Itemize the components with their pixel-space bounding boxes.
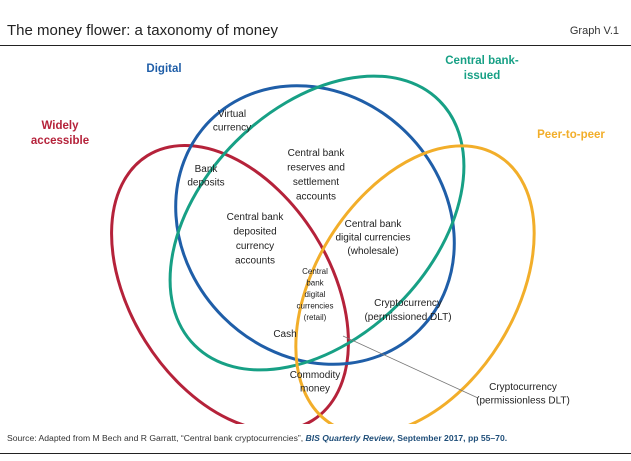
peer-to-peer-label: Peer-to-peer (537, 129, 605, 141)
central-bank-issued-petal (168, 74, 466, 372)
crypto-permissioned-label: Cryptocurrency(permissioned DLT) (364, 298, 451, 323)
digital-petal (174, 84, 456, 366)
footer-rule (0, 453, 631, 454)
cash-label: Cash (273, 329, 296, 340)
crypto-permissionless-label: Cryptocurrency(permissionless DLT) (476, 382, 570, 407)
source-citation-link[interactable]: BIS Quarterly Review (305, 433, 393, 443)
header-rule (0, 45, 631, 46)
central-bank-issued-label: Central bank-issued (445, 55, 519, 82)
graph-number: Graph V.1 (569, 25, 619, 37)
source-note: Source: Adapted from M Bech and R Garrat… (7, 433, 507, 443)
graph-header: The money flower: a taxonomy of money Gr… (0, 0, 631, 46)
permissionless-callout-line (342, 335, 479, 399)
source-prefix: Source: Adapted from M Bech and R Garrat… (7, 433, 306, 443)
peer-to-peer-petal (294, 144, 536, 424)
widely-accessible-petal (110, 143, 350, 424)
graph-title: The money flower: a taxonomy of money (7, 22, 278, 39)
source-suffix: , September 2017, pp 55–70. (392, 433, 508, 443)
digital-label: Digital (146, 63, 181, 75)
